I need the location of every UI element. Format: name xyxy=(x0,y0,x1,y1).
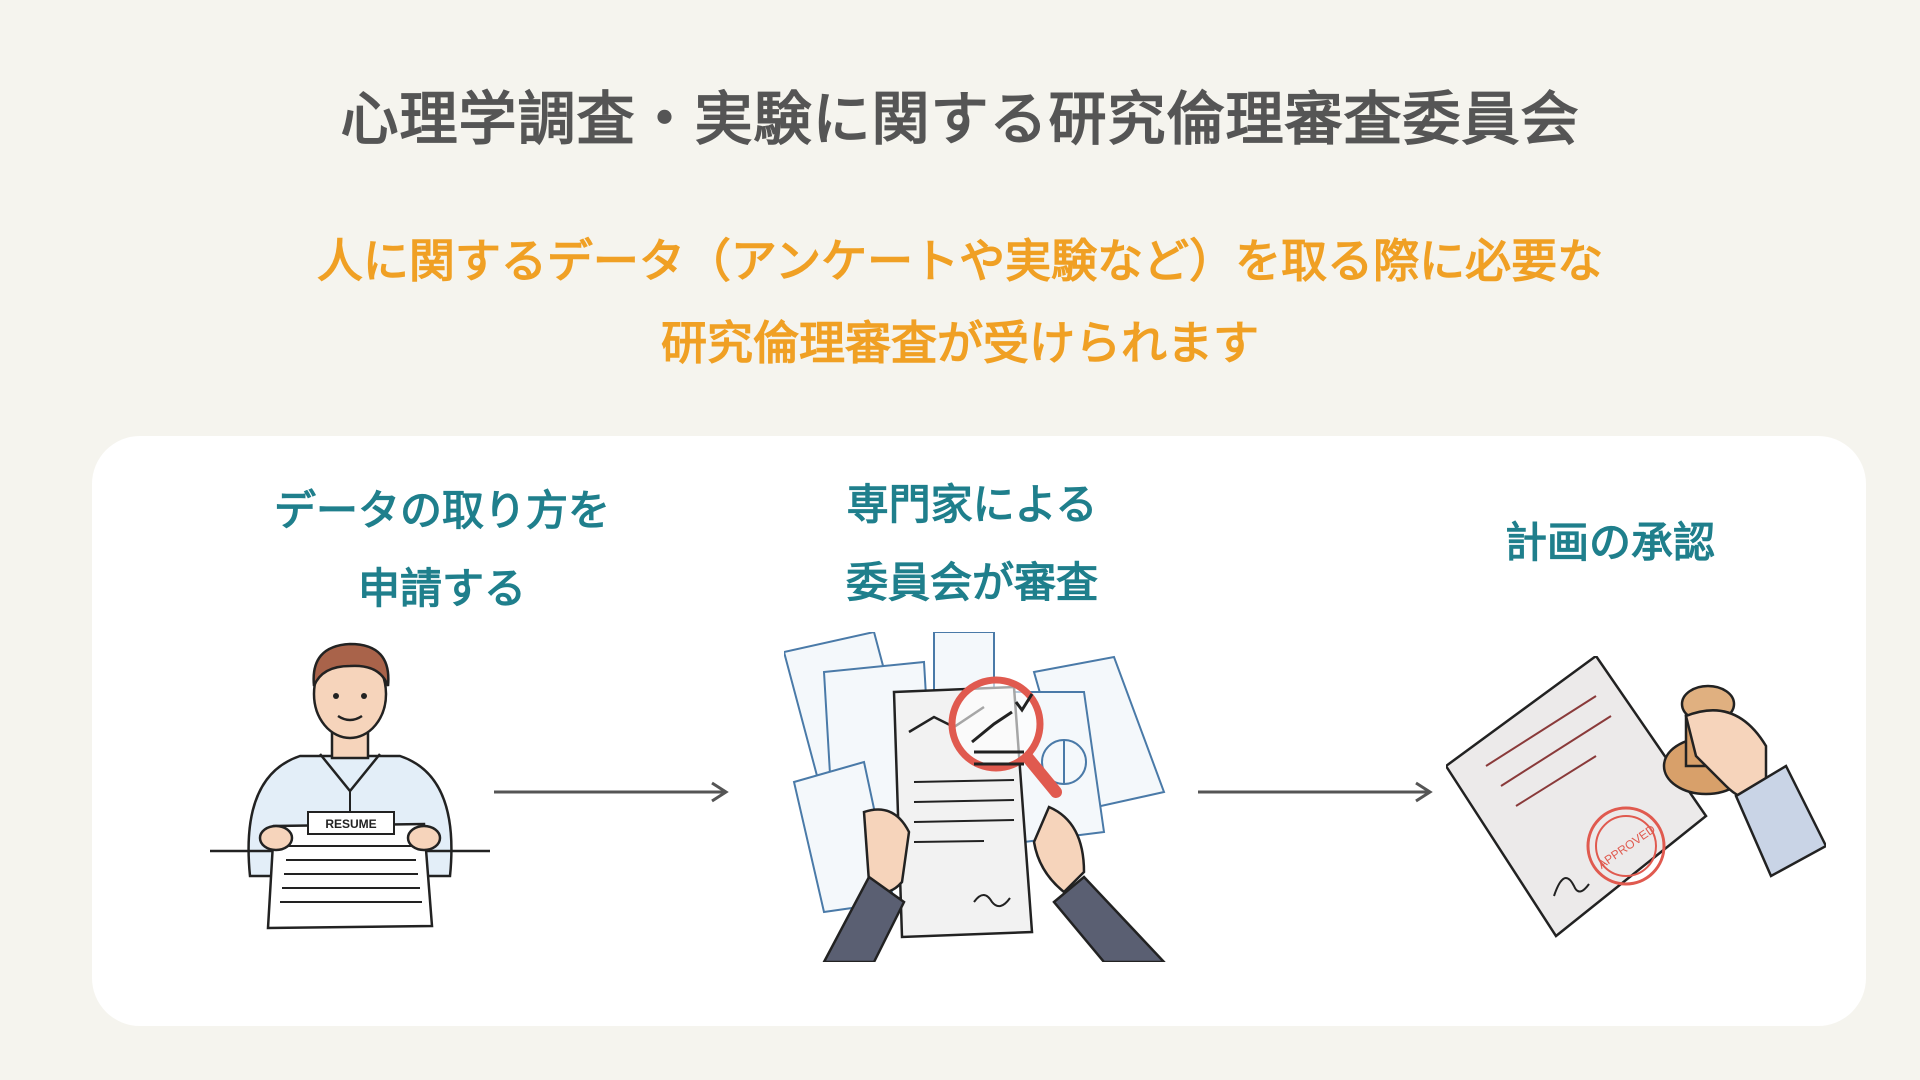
step-1-line-2: 申請する xyxy=(357,564,526,613)
process-panel: データの取り方を 申請する 専門家による 委員会が審査 計画の承認 RESUME xyxy=(92,436,1866,1026)
subtitle-line-2: 研究倫理審査が受けられます xyxy=(661,316,1259,370)
step-3-line-1: 計画の承認 xyxy=(1504,518,1715,567)
step-1-label: データの取り方を 申請する xyxy=(142,472,742,628)
step-2-line-2: 委員会が審査 xyxy=(845,558,1098,607)
step-3-label: 計画の承認 xyxy=(1310,504,1910,582)
resume-text: RESUME xyxy=(325,817,376,831)
step-1-line-1: データの取り方を xyxy=(273,486,610,535)
step-2-label: 専門家による 委員会が審査 xyxy=(672,466,1272,622)
applicant-with-resume-icon: RESUME xyxy=(210,642,490,930)
document-review-magnifier-icon xyxy=(784,632,1166,962)
approval-stamp-icon: APPROVED xyxy=(1446,656,1826,938)
step-2-line-1: 専門家による xyxy=(846,480,1098,529)
arrow-right-icon xyxy=(494,781,729,803)
page-title: 心理学調査・実験に関する研究倫理審査委員会 xyxy=(340,85,1580,153)
arrow-right-icon xyxy=(1198,781,1433,803)
subtitle-line-1: 人に関するデータ（アンケートや実験など）を取る際に必要な xyxy=(316,234,1604,288)
